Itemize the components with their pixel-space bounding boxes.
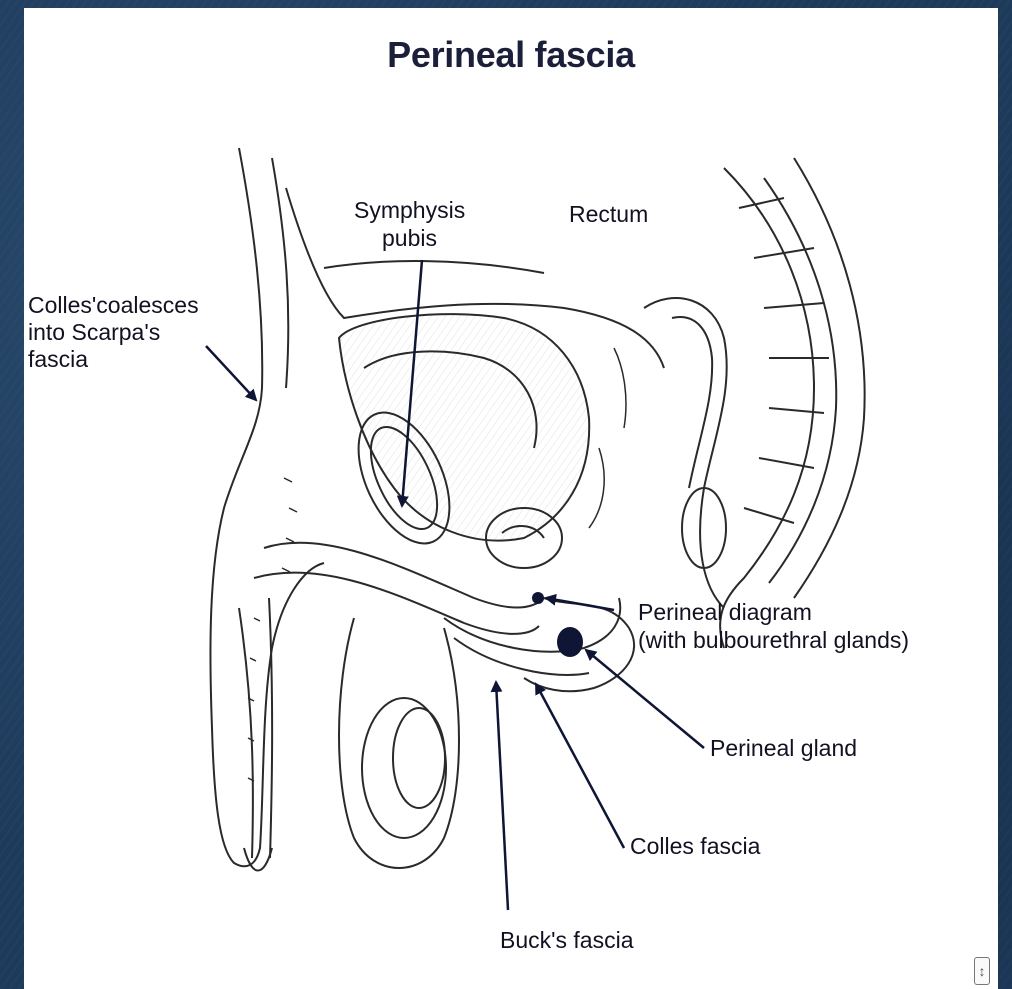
anatomy-sketch: [210, 148, 864, 871]
label-bucks-fascia: Buck's fascia: [500, 927, 634, 953]
anatomy-diagram: Symphysis pubis Rectum Colles'coalesces …: [24, 8, 998, 989]
label-colles-scarpa-line2: into Scarpa's: [28, 319, 160, 345]
label-colles-scarpa-line3: fascia: [28, 346, 88, 372]
label-rectum: Rectum: [569, 201, 648, 227]
label-symphysis-line2: pubis: [382, 225, 437, 251]
colles-scarpa-arrow: [206, 346, 256, 400]
label-colles-scarpa-line1: Colles'coalesces: [28, 292, 199, 318]
label-colles-fascia: Colles fascia: [630, 833, 761, 859]
label-perineal-gland: Perineal gland: [710, 735, 857, 761]
colles-fascia-arrow: [536, 684, 624, 848]
label-symphysis-line1: Symphysis: [354, 197, 465, 223]
bucks-fascia-arrow: [496, 682, 508, 910]
illustration-sheet: Perineal fascia: [24, 8, 998, 989]
perineal-gland-arrow: [586, 650, 704, 748]
label-perineal-diagram-line1: Perineal diagram: [638, 599, 812, 625]
expand-icon[interactable]: ↕: [974, 957, 990, 985]
label-perineal-diagram-line2: (with bulbourethral glands): [638, 627, 909, 653]
perineal-gland-marker: [557, 627, 583, 657]
perineal-diagram-arrow: [546, 598, 614, 610]
bulbourethral-gland-marker: [532, 592, 544, 604]
